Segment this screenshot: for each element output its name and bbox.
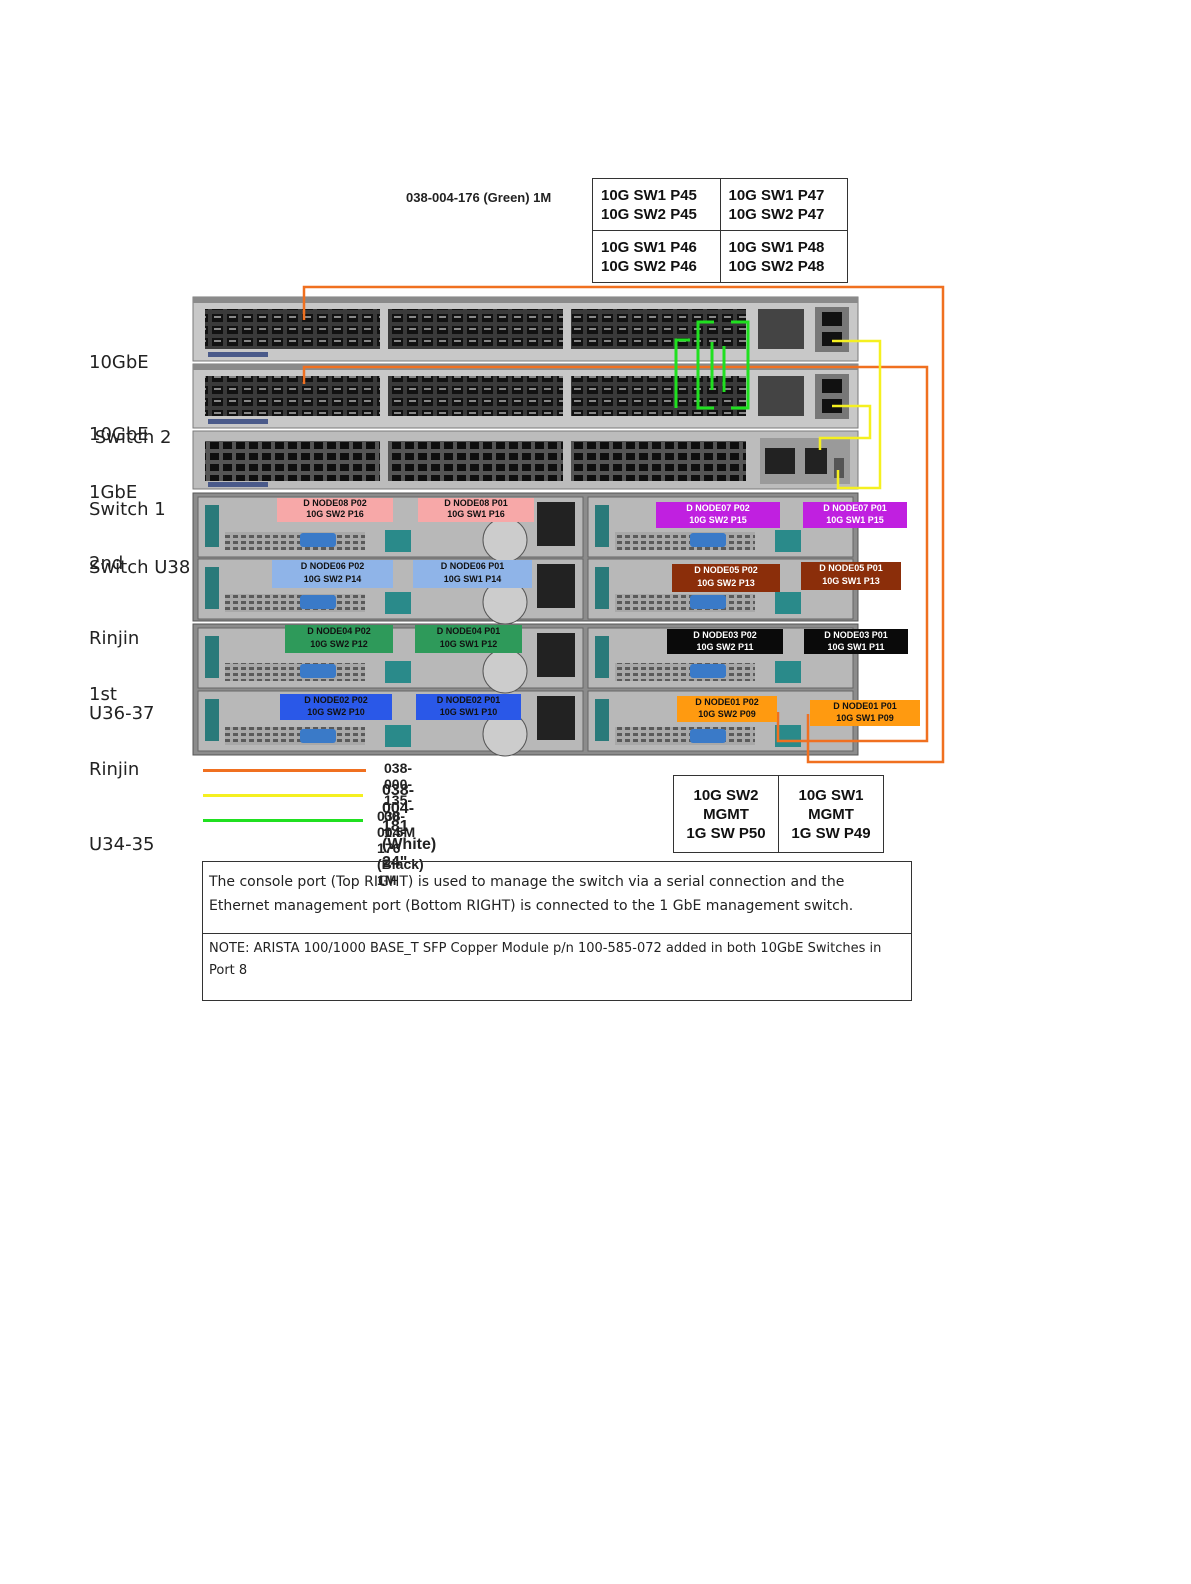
node-label-line2: 10G SW2 P13: [697, 578, 755, 588]
node-label-node03-p02: D NODE03 P02 10G SW2 P11: [667, 629, 783, 654]
rinjin-2nd: [192, 492, 859, 625]
node-label-line2: 10G SW2 P12: [310, 639, 368, 649]
table-row: 10G SW1 P45 10G SW2 P45 10G SW1 P47 10G …: [592, 178, 848, 231]
node-label-line2: 10G SW2 P09: [698, 709, 756, 719]
switch-10gbe-2: [192, 296, 859, 362]
node-label-line1: D NODE01 P01: [833, 701, 897, 711]
node-label-line2: 10G SW2 P10: [307, 707, 365, 717]
label-line: 1GbE: [89, 482, 138, 503]
label-1gbe-switch: 1GbE Switch U38: [89, 430, 190, 605]
label-line: 10GbE: [89, 424, 149, 445]
mgmt-cell-sw2: 10G SW2 MGMT 1G SW P50: [673, 775, 779, 853]
node-label-line1: D NODE04 P01: [436, 626, 501, 636]
node-label-node02-p01: D NODE02 P01 10G SW1 P10: [416, 694, 521, 720]
node-label-node03-p01: D NODE03 P01 10G SW1 P11: [804, 629, 908, 654]
node-label-line1: D NODE06 P01: [440, 561, 505, 571]
port-cell: 10G SW1 P46 10G SW2 P46: [592, 230, 721, 283]
port-cell: 10G SW1 P47 10G SW2 P47: [719, 178, 848, 231]
node-label-node06-p02: D NODE06 P02 10G SW2 P14: [272, 560, 393, 588]
node-label-line1: D NODE06 P02: [300, 561, 365, 571]
node-label-line2: 10G SW1 P13: [822, 576, 880, 586]
node-label-line1: D NODE03 P02: [693, 630, 757, 640]
legend-label-yellow: 038-004-181 (White) 24": [382, 782, 437, 871]
node-label-line1: D NODE03 P01: [824, 630, 888, 640]
node-label-line2: 10G SW2 P11: [696, 642, 754, 652]
legend-label-orange: 038-000-135-00 1.5M: [384, 760, 416, 840]
label-line: Switch 1: [89, 499, 166, 520]
node-label-node08-p02: D NODE08 P02 10G SW2 P16: [277, 498, 393, 522]
node-label-line2: 10G SW1 P10: [439, 707, 498, 717]
label-line: U34-35: [89, 834, 155, 855]
node-label-line2: 10G SW1 P14: [443, 574, 502, 584]
label-line: 10GbE: [89, 352, 149, 373]
node-label-node04-p02: D NODE04 P02 10G SW2 P12: [285, 625, 393, 653]
node-label-node05-p01: D NODE05 P01 10G SW1 P13: [801, 562, 901, 590]
legend-label-green: 038-004-176 (Black) 1M: [377, 808, 424, 888]
console-port-note: The console port (Top RIGHT) is used to …: [202, 861, 912, 934]
table-row: 10G SW1 P46 10G SW2 P46 10G SW1 P48 10G …: [592, 230, 848, 283]
node-label-line1: D NODE01 P02: [695, 697, 759, 707]
rack-diagram: [192, 285, 945, 764]
yellow-cables: [818, 339, 882, 490]
legend-line-orange: [203, 769, 366, 772]
orange-cables: [302, 285, 945, 764]
node-label-line2: 10G SW1 P11: [827, 642, 885, 652]
node-label-node07-p02: D NODE07 P02 10G SW2 P15: [656, 502, 780, 528]
legend-line-yellow: [203, 794, 363, 797]
node-label-node01-p01: D NODE01 P01 10G SW1 P09: [810, 700, 920, 726]
green-cables: [674, 320, 750, 410]
legend-line-green: [203, 819, 363, 822]
label-2nd-rinjin: 2nd Rinjin U36-37: [89, 501, 154, 751]
green-cable-label: 038-004-176 (Green) 1M: [406, 190, 552, 205]
node-label-line2: 10G SW2 P14: [303, 574, 362, 584]
switch-1gbe: [192, 430, 859, 490]
node-label-node04-p01: D NODE04 P01 10G SW1 P12: [415, 625, 522, 653]
label-10gbe-switch-1: 10GbE Switch 1: [89, 372, 166, 547]
label-line: Rinjin: [89, 759, 140, 780]
label-line: Switch U38: [89, 557, 191, 578]
label-10gbe-switch-2: 10GbE Switch 2: [89, 300, 171, 475]
arista-module-note: NOTE: ARISTA 100/1000 BASE_T SFP Copper …: [202, 932, 912, 1001]
mgmt-cell-sw1: 10G SW1 MGMT 1G SW P49: [778, 775, 884, 853]
node-label-node05-p02: D NODE05 P02 10G SW2 P13: [672, 564, 780, 592]
label-line: U36-37: [89, 703, 155, 724]
node-label-node02-p02: D NODE02 P02 10G SW2 P10: [280, 694, 392, 720]
node-label-line2: 10G SW1 P12: [439, 639, 498, 649]
node-label-line1: D NODE05 P01: [819, 563, 883, 573]
label-line: Switch 2: [89, 427, 172, 448]
node-label-line1: D NODE07 P01: [823, 503, 887, 513]
node-label-line2: 10G SW1 P15: [826, 515, 884, 525]
label-line: 2nd: [89, 553, 124, 574]
table-row: 10G SW2 MGMT 1G SW P50 10G SW1 MGMT 1G S…: [673, 775, 884, 853]
node-label-node07-p01: D NODE07 P01 10G SW1 P15: [803, 502, 907, 528]
node-label-line1: D NODE05 P02: [694, 565, 758, 575]
node-label-line1: D NODE08 P02: [303, 498, 367, 508]
port-cell: 10G SW1 P48 10G SW2 P48: [719, 230, 848, 283]
node-label-node01-p02: D NODE01 P02 10G SW2 P09: [677, 696, 777, 722]
node-label-line1: D NODE08 P01: [444, 498, 508, 508]
node-label-node06-p01: D NODE06 P01 10G SW1 P14: [413, 560, 532, 588]
label-1st-rinjin: 1st Rinjin U34-35: [89, 632, 154, 882]
node-label-line1: D NODE02 P02: [304, 695, 368, 705]
node-label-line2: 10G SW2 P16: [306, 509, 364, 519]
node-label-node08-p01: D NODE08 P01 10G SW1 P16: [418, 498, 534, 522]
label-line: Rinjin: [89, 628, 140, 649]
node-label-line2: 10G SW1 P09: [836, 713, 894, 723]
node-label-line2: 10G SW2 P15: [689, 515, 747, 525]
node-label-line1: D NODE07 P02: [686, 503, 750, 513]
label-line: 1st: [89, 684, 117, 705]
switch-10gbe-1: [192, 363, 859, 429]
mgmt-table: 10G SW2 MGMT 1G SW P50 10G SW1 MGMT 1G S…: [673, 775, 884, 853]
node-label-line1: D NODE02 P01: [436, 695, 501, 705]
node-label-line2: 10G SW1 P16: [447, 509, 505, 519]
node-label-line1: D NODE04 P02: [307, 626, 371, 636]
port-table: 10G SW1 P45 10G SW2 P45 10G SW1 P47 10G …: [592, 178, 848, 283]
